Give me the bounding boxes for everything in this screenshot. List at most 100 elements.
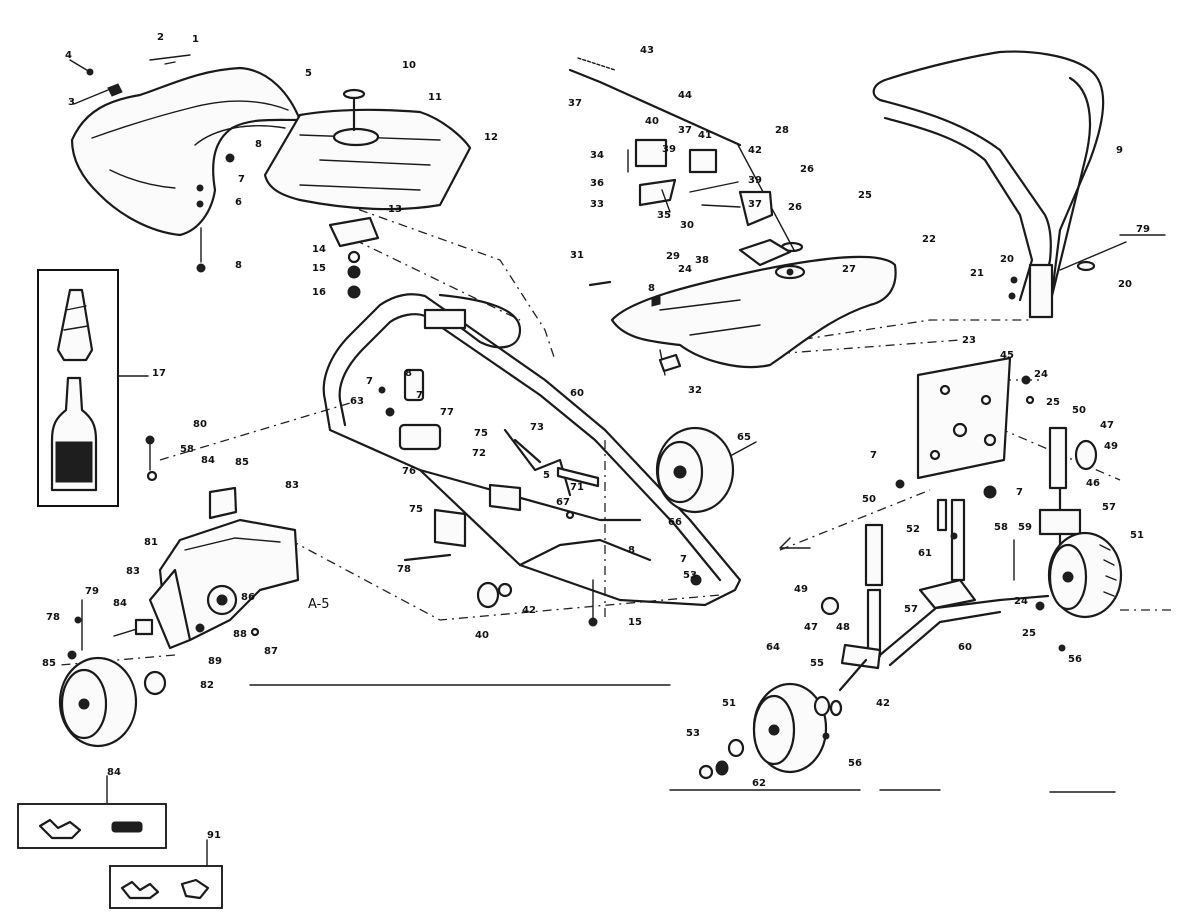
callout-40: 40 [645, 116, 659, 127]
callout-27: 27 [842, 264, 856, 275]
right-front-wheel-part-64 [698, 682, 843, 780]
callout-79: 79 [85, 586, 99, 597]
callout-75: 75 [474, 428, 488, 439]
seat-base-plate-part-22 [588, 144, 897, 376]
callout-83: 83 [285, 480, 299, 491]
callout-88: 88 [233, 629, 247, 640]
callout-47: 47 [1100, 420, 1114, 431]
left-drive-housing [113, 435, 300, 650]
callout-49: 49 [1104, 441, 1118, 452]
callout-55: 55 [810, 658, 824, 669]
callout-71: 71 [570, 482, 584, 493]
callout-7: 7 [680, 554, 687, 565]
left-front-wheel-part-85 [58, 599, 167, 748]
callout-76: 76 [402, 466, 416, 477]
callout-42: 42 [748, 145, 762, 156]
callout-39: 39 [748, 175, 762, 186]
callout-57: 57 [1102, 502, 1116, 513]
callout-25: 25 [1046, 397, 1060, 408]
callout-89: 89 [208, 656, 222, 667]
callout-47: 47 [804, 622, 818, 633]
callout-37: 37 [568, 98, 582, 109]
callout-7: 7 [1016, 487, 1023, 498]
callout-53: 53 [683, 570, 697, 581]
callout-41: 41 [698, 130, 712, 141]
hardware-kit-inset-91 [109, 839, 223, 909]
callout-78: 78 [46, 612, 60, 623]
callout-61: 61 [918, 548, 932, 559]
callout-7: 7 [416, 390, 423, 401]
seat-part-12 [263, 88, 472, 299]
callout-3: 3 [68, 97, 75, 108]
callout-65: 65 [737, 432, 751, 443]
callout-36: 36 [590, 178, 604, 189]
callout-67: 67 [556, 497, 570, 508]
callout-60: 60 [958, 642, 972, 653]
callout-38: 38 [695, 255, 709, 266]
callout-56: 56 [848, 758, 862, 769]
callout-14: 14 [312, 244, 326, 255]
callout-59: 59 [1018, 522, 1032, 533]
callout-7: 7 [238, 174, 245, 185]
callout-50: 50 [862, 494, 876, 505]
assembly-label: A-5 [308, 597, 330, 612]
callout-8: 8 [235, 260, 242, 271]
callout-91: 91 [207, 830, 221, 841]
callout-33: 33 [590, 199, 604, 210]
callout-29: 29 [666, 251, 680, 262]
callout-49: 49 [794, 584, 808, 595]
callout-51: 51 [722, 698, 736, 709]
callout-58: 58 [180, 444, 194, 455]
callout-12: 12 [484, 132, 498, 143]
callout-51: 51 [1130, 530, 1144, 541]
callout-22: 22 [922, 234, 936, 245]
callout-34: 34 [590, 150, 604, 161]
callout-56: 56 [1068, 654, 1082, 665]
callout-37: 37 [748, 199, 762, 210]
seat-pan-part-5 [69, 54, 302, 273]
callout-57: 57 [904, 604, 918, 615]
callout-23: 23 [962, 335, 976, 346]
callout-58: 58 [994, 522, 1008, 533]
callout-84: 84 [113, 598, 127, 609]
oil-container-box-part-17 [37, 269, 149, 507]
callout-32: 32 [688, 385, 702, 396]
callout-82: 82 [200, 680, 214, 691]
callout-5: 5 [305, 68, 312, 79]
callout-63: 63 [350, 396, 364, 407]
callout-4: 4 [65, 50, 72, 61]
callout-66: 66 [668, 517, 682, 528]
callout-77: 77 [440, 407, 454, 418]
callout-21: 21 [970, 268, 984, 279]
callout-46: 46 [1086, 478, 1100, 489]
callout-78: 78 [397, 564, 411, 575]
callout-44: 44 [678, 90, 692, 101]
callout-72: 72 [472, 448, 486, 459]
callout-20: 20 [1000, 254, 1014, 265]
callout-85: 85 [42, 658, 56, 669]
callout-37: 37 [678, 125, 692, 136]
callout-17: 17 [152, 368, 166, 379]
seat-spring-rod-assembly [568, 57, 742, 213]
callout-75: 75 [409, 504, 423, 515]
right-axle-assembly [820, 486, 1082, 692]
callout-25: 25 [1022, 628, 1036, 639]
callout-80: 80 [193, 419, 207, 430]
callout-13: 13 [388, 204, 402, 215]
callout-60: 60 [570, 388, 584, 399]
callout-73: 73 [530, 422, 544, 433]
mounting-plate-part-45 [895, 356, 1098, 499]
callout-79: 79 [1136, 224, 1150, 235]
right-rear-wheel-part-51 [1047, 531, 1123, 619]
callout-42: 42 [522, 605, 536, 616]
callout-52: 52 [906, 524, 920, 535]
callout-48: 48 [836, 622, 850, 633]
callout-11: 11 [428, 92, 442, 103]
callout-5: 5 [543, 470, 550, 481]
callout-31: 31 [570, 250, 584, 261]
callout-24: 24 [678, 264, 692, 275]
hardware-kit-inset-84 [17, 775, 167, 849]
callout-8: 8 [648, 283, 655, 294]
